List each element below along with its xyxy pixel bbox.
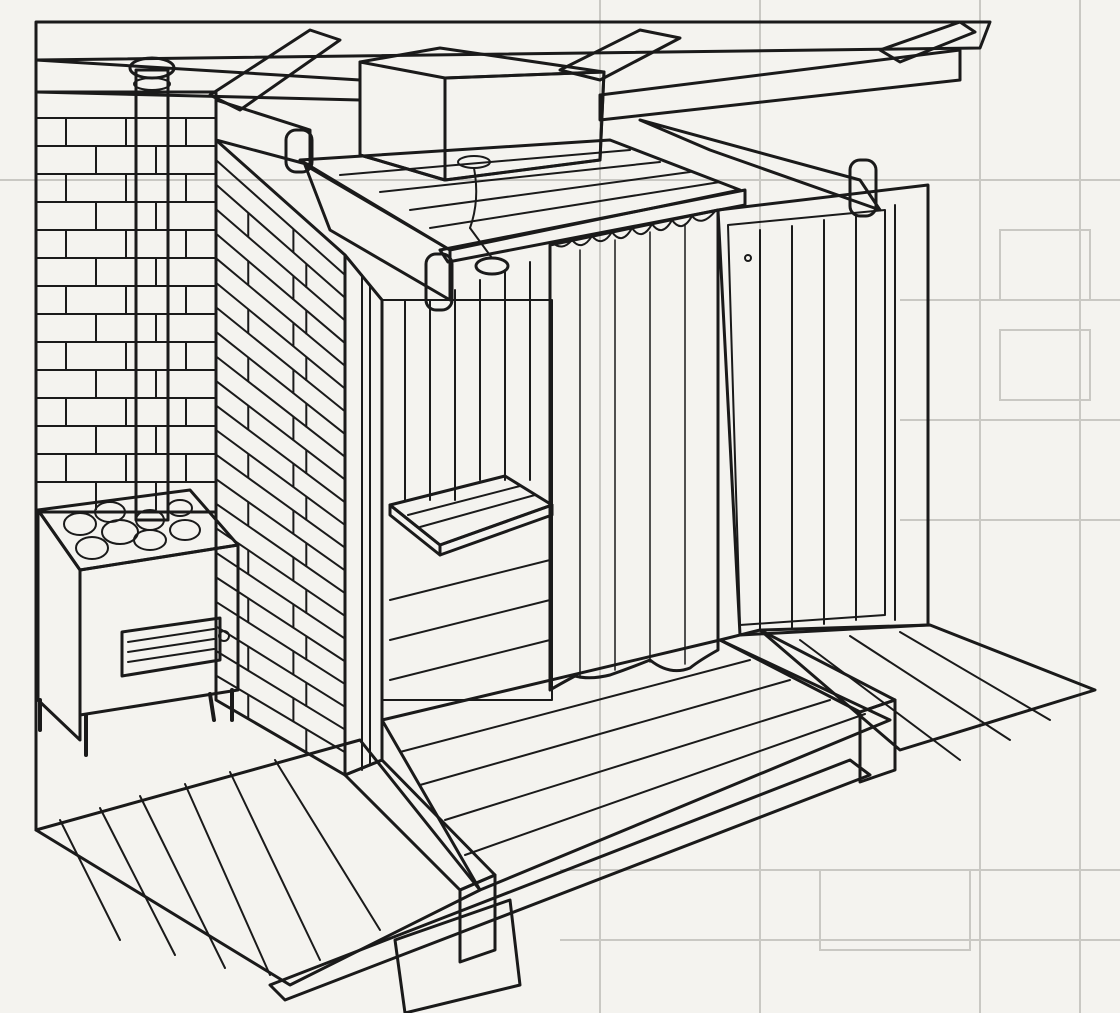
brick-course	[215, 208, 346, 322]
shower-head	[469, 227, 510, 276]
brick-course	[215, 380, 346, 481]
floor-boards	[34, 623, 1097, 987]
stove-firebox-door	[120, 616, 230, 678]
brick-course	[215, 331, 346, 435]
cabin-door	[716, 183, 930, 637]
water-tank	[358, 46, 606, 229]
brick-course	[215, 404, 346, 504]
roof-rafters	[34, 20, 992, 122]
chimney-pipe	[128, 56, 176, 522]
brick-course	[215, 502, 346, 595]
brick-course	[215, 232, 346, 344]
brick-course	[215, 429, 346, 526]
cabin-ceiling	[214, 98, 882, 312]
brick-course	[215, 625, 346, 708]
brick-course	[215, 183, 346, 299]
brick-course	[215, 551, 346, 640]
brick-course	[215, 306, 346, 413]
brick-course	[215, 281, 346, 390]
brick-wall-back	[34, 90, 218, 514]
brick-course	[215, 600, 346, 685]
floor-beams	[34, 88, 897, 1013]
brick-course	[215, 478, 346, 572]
cabin-frame	[343, 253, 384, 777]
brick-course	[215, 674, 346, 754]
brick-course	[215, 576, 346, 663]
brick-course	[215, 257, 346, 367]
stove-stones	[63, 499, 201, 560]
brick-wall-partition	[214, 138, 347, 777]
shower-curtain	[548, 208, 720, 692]
inner-wall-boards	[381, 261, 553, 701]
sauna-stove	[36, 488, 240, 757]
brick-course	[215, 453, 346, 549]
brick-course	[215, 355, 346, 458]
bench-slats	[388, 474, 554, 557]
brick-course	[215, 159, 346, 276]
